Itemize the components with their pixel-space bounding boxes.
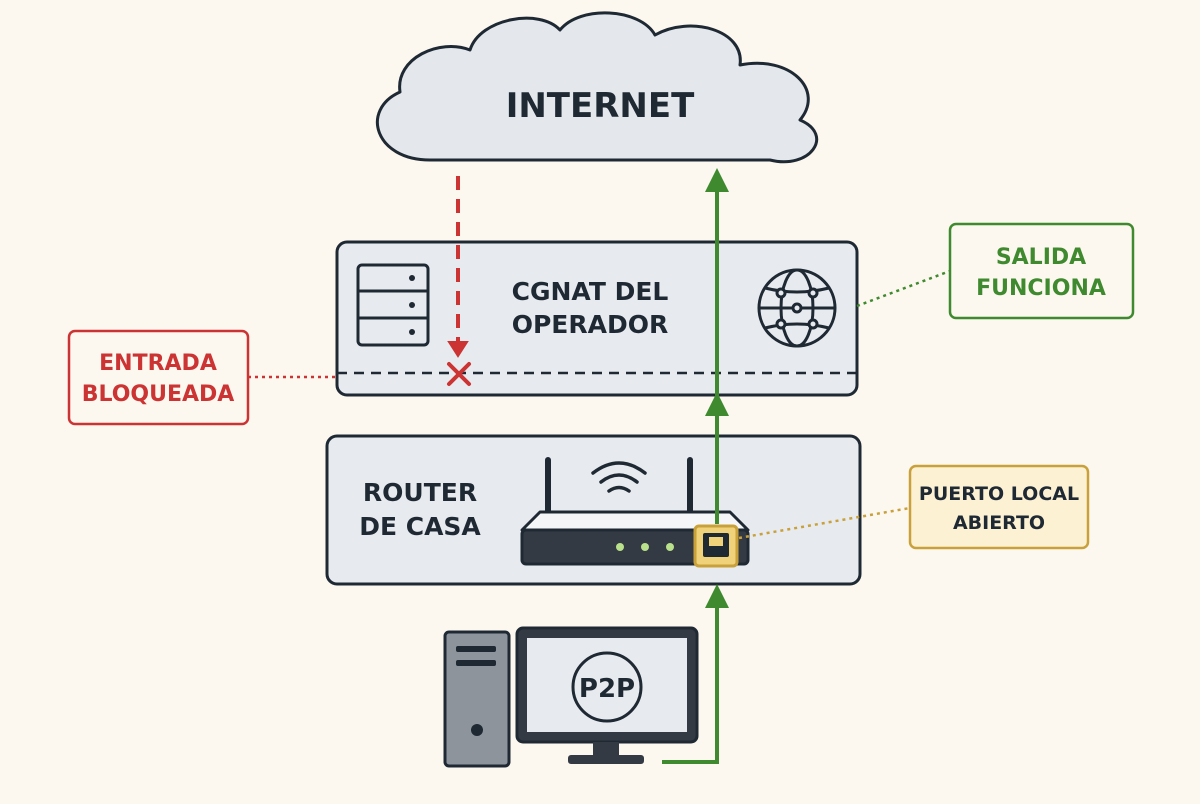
router-icon bbox=[520, 457, 750, 566]
callout-blocked-line2: BLOQUEADA bbox=[82, 382, 235, 407]
callout-port: PUERTO LOCAL ABIERTO bbox=[738, 464, 1090, 550]
router-label-line2: DE CASA bbox=[359, 512, 481, 541]
desktop-tower-icon bbox=[443, 630, 511, 768]
blocked-x-icon bbox=[447, 362, 471, 386]
internet-label: INTERNET bbox=[506, 86, 695, 126]
router-label-line1: ROUTER bbox=[363, 478, 477, 507]
p2p-label: P2P bbox=[579, 674, 635, 704]
globe-icon bbox=[757, 268, 837, 348]
internet-cloud: INTERNET bbox=[375, 11, 819, 164]
router-box: ROUTER DE CASA bbox=[325, 434, 862, 586]
callout-blocked-line1: ENTRADA bbox=[99, 351, 217, 376]
cgnat-label-line2: OPERADOR bbox=[512, 310, 669, 339]
callout-outbound: SALIDA FUNCIONA bbox=[856, 222, 1135, 320]
server-icon bbox=[356, 263, 430, 347]
cgnat-label-line1: CGNAT DEL bbox=[512, 277, 669, 306]
callout-port-line2: ABIERTO bbox=[953, 512, 1045, 534]
cgnat-box: CGNAT DEL OPERADOR bbox=[335, 240, 859, 397]
wifi-icon bbox=[591, 461, 647, 493]
inbound-blocked-path bbox=[447, 176, 471, 386]
callout-outbound-line2: FUNCIONA bbox=[976, 276, 1106, 301]
outbound-path bbox=[662, 168, 729, 764]
callout-port-line1: PUERTO LOCAL bbox=[919, 483, 1079, 505]
callout-outbound-line1: SALIDA bbox=[996, 245, 1086, 270]
ethernet-port-icon bbox=[693, 524, 739, 568]
callout-blocked: ENTRADA BLOQUEADA bbox=[67, 329, 337, 426]
monitor-icon: P2P bbox=[515, 626, 699, 764]
